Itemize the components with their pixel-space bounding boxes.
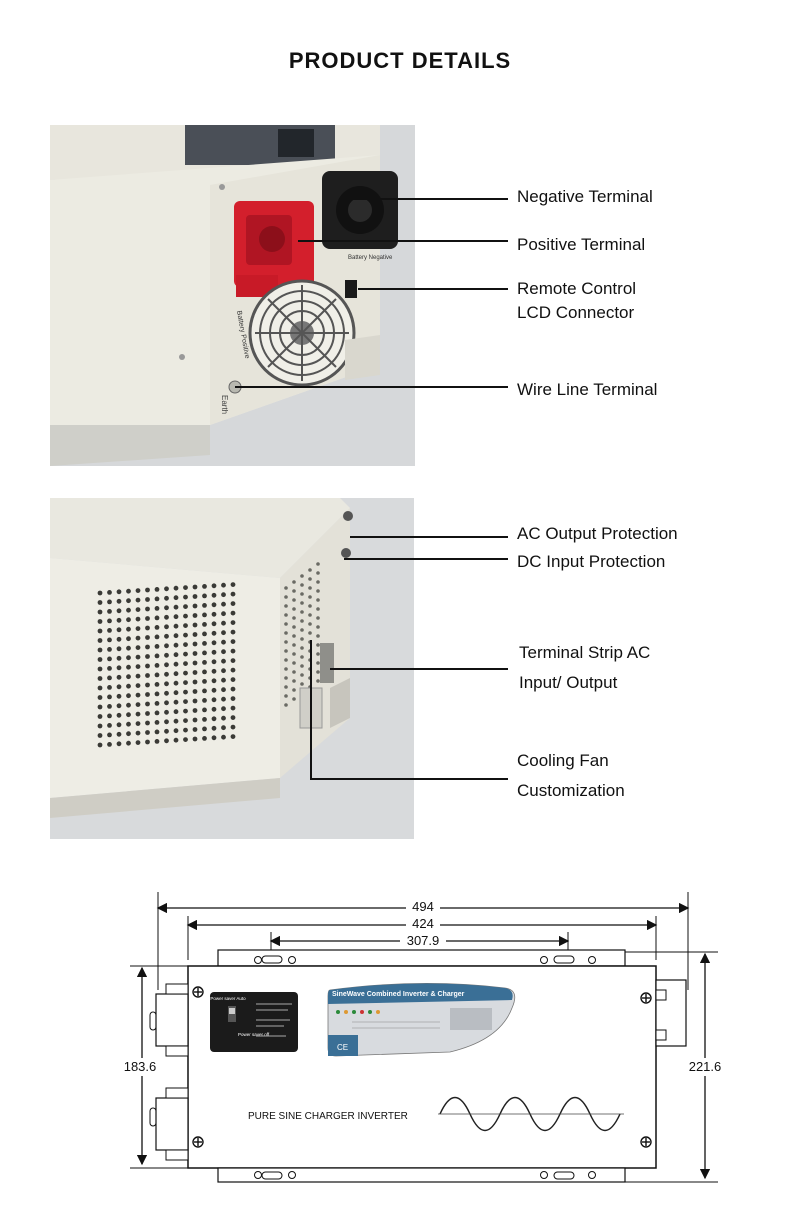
brand-text: SineWave Combined Inverter & Charger — [332, 991, 465, 998]
brand-display-panel: SineWave Combined Inverter & Charger CE — [327, 983, 516, 1057]
positive-terminal-red — [234, 201, 314, 297]
earth-label: Earth — [220, 395, 229, 414]
ventilation-perforations — [97, 562, 320, 748]
dc-input-breaker — [341, 548, 351, 558]
callout-positive-terminal: Positive Terminal — [517, 235, 646, 254]
negative-terminal-black — [322, 171, 398, 249]
callout-dc-input-protection: DC Input Protection — [517, 552, 666, 571]
switch-top-label: Power saver Auto — [210, 996, 246, 1001]
callout-remote-control: Remote Control — [517, 279, 637, 298]
callout-lcd-connector: LCD Connector — [517, 303, 635, 322]
power-saver-switch-panel: Power saver Auto Power saver off — [210, 992, 298, 1052]
switch-bottom-label: Power saver off — [238, 1032, 270, 1037]
battery-negative-label: Battery Negative — [348, 255, 393, 261]
product-photo-side — [50, 498, 414, 839]
remote-lcd-connector — [345, 280, 357, 298]
callout-cooling-fan: Cooling Fan — [517, 751, 609, 770]
dim-mount-spacing: 307.9 — [407, 933, 440, 948]
page-title: PRODUCT DETAILS — [288, 48, 512, 73]
callout-ac-output-protection: AC Output Protection — [517, 524, 678, 543]
callout-terminal-strip: Terminal Strip AC — [519, 643, 651, 662]
callout-negative-terminal: Negative Terminal — [517, 187, 653, 206]
callout-input-output: Input/ Output — [519, 673, 618, 692]
product-name-text: PURE SINE CHARGER INVERTER — [248, 1111, 408, 1122]
terminal-strip — [320, 643, 334, 683]
callout-customization: Customization — [517, 781, 625, 800]
dim-right-height: 221.6 — [689, 1059, 722, 1074]
product-photo-terminals: Battery Positive Battery Negative Earth — [50, 125, 415, 466]
dimension-drawing: 494 424 307.9 — [120, 880, 740, 1195]
dim-left-height: 183.6 — [124, 1059, 157, 1074]
callout-wire-line-terminal: Wire Line Terminal — [517, 380, 658, 399]
ce-mark: CE — [337, 1043, 348, 1052]
dim-overall-width: 494 — [412, 899, 434, 914]
dim-body-width: 424 — [412, 916, 434, 931]
ac-output-breaker — [343, 511, 353, 521]
cooling-fan-grill — [248, 279, 356, 387]
